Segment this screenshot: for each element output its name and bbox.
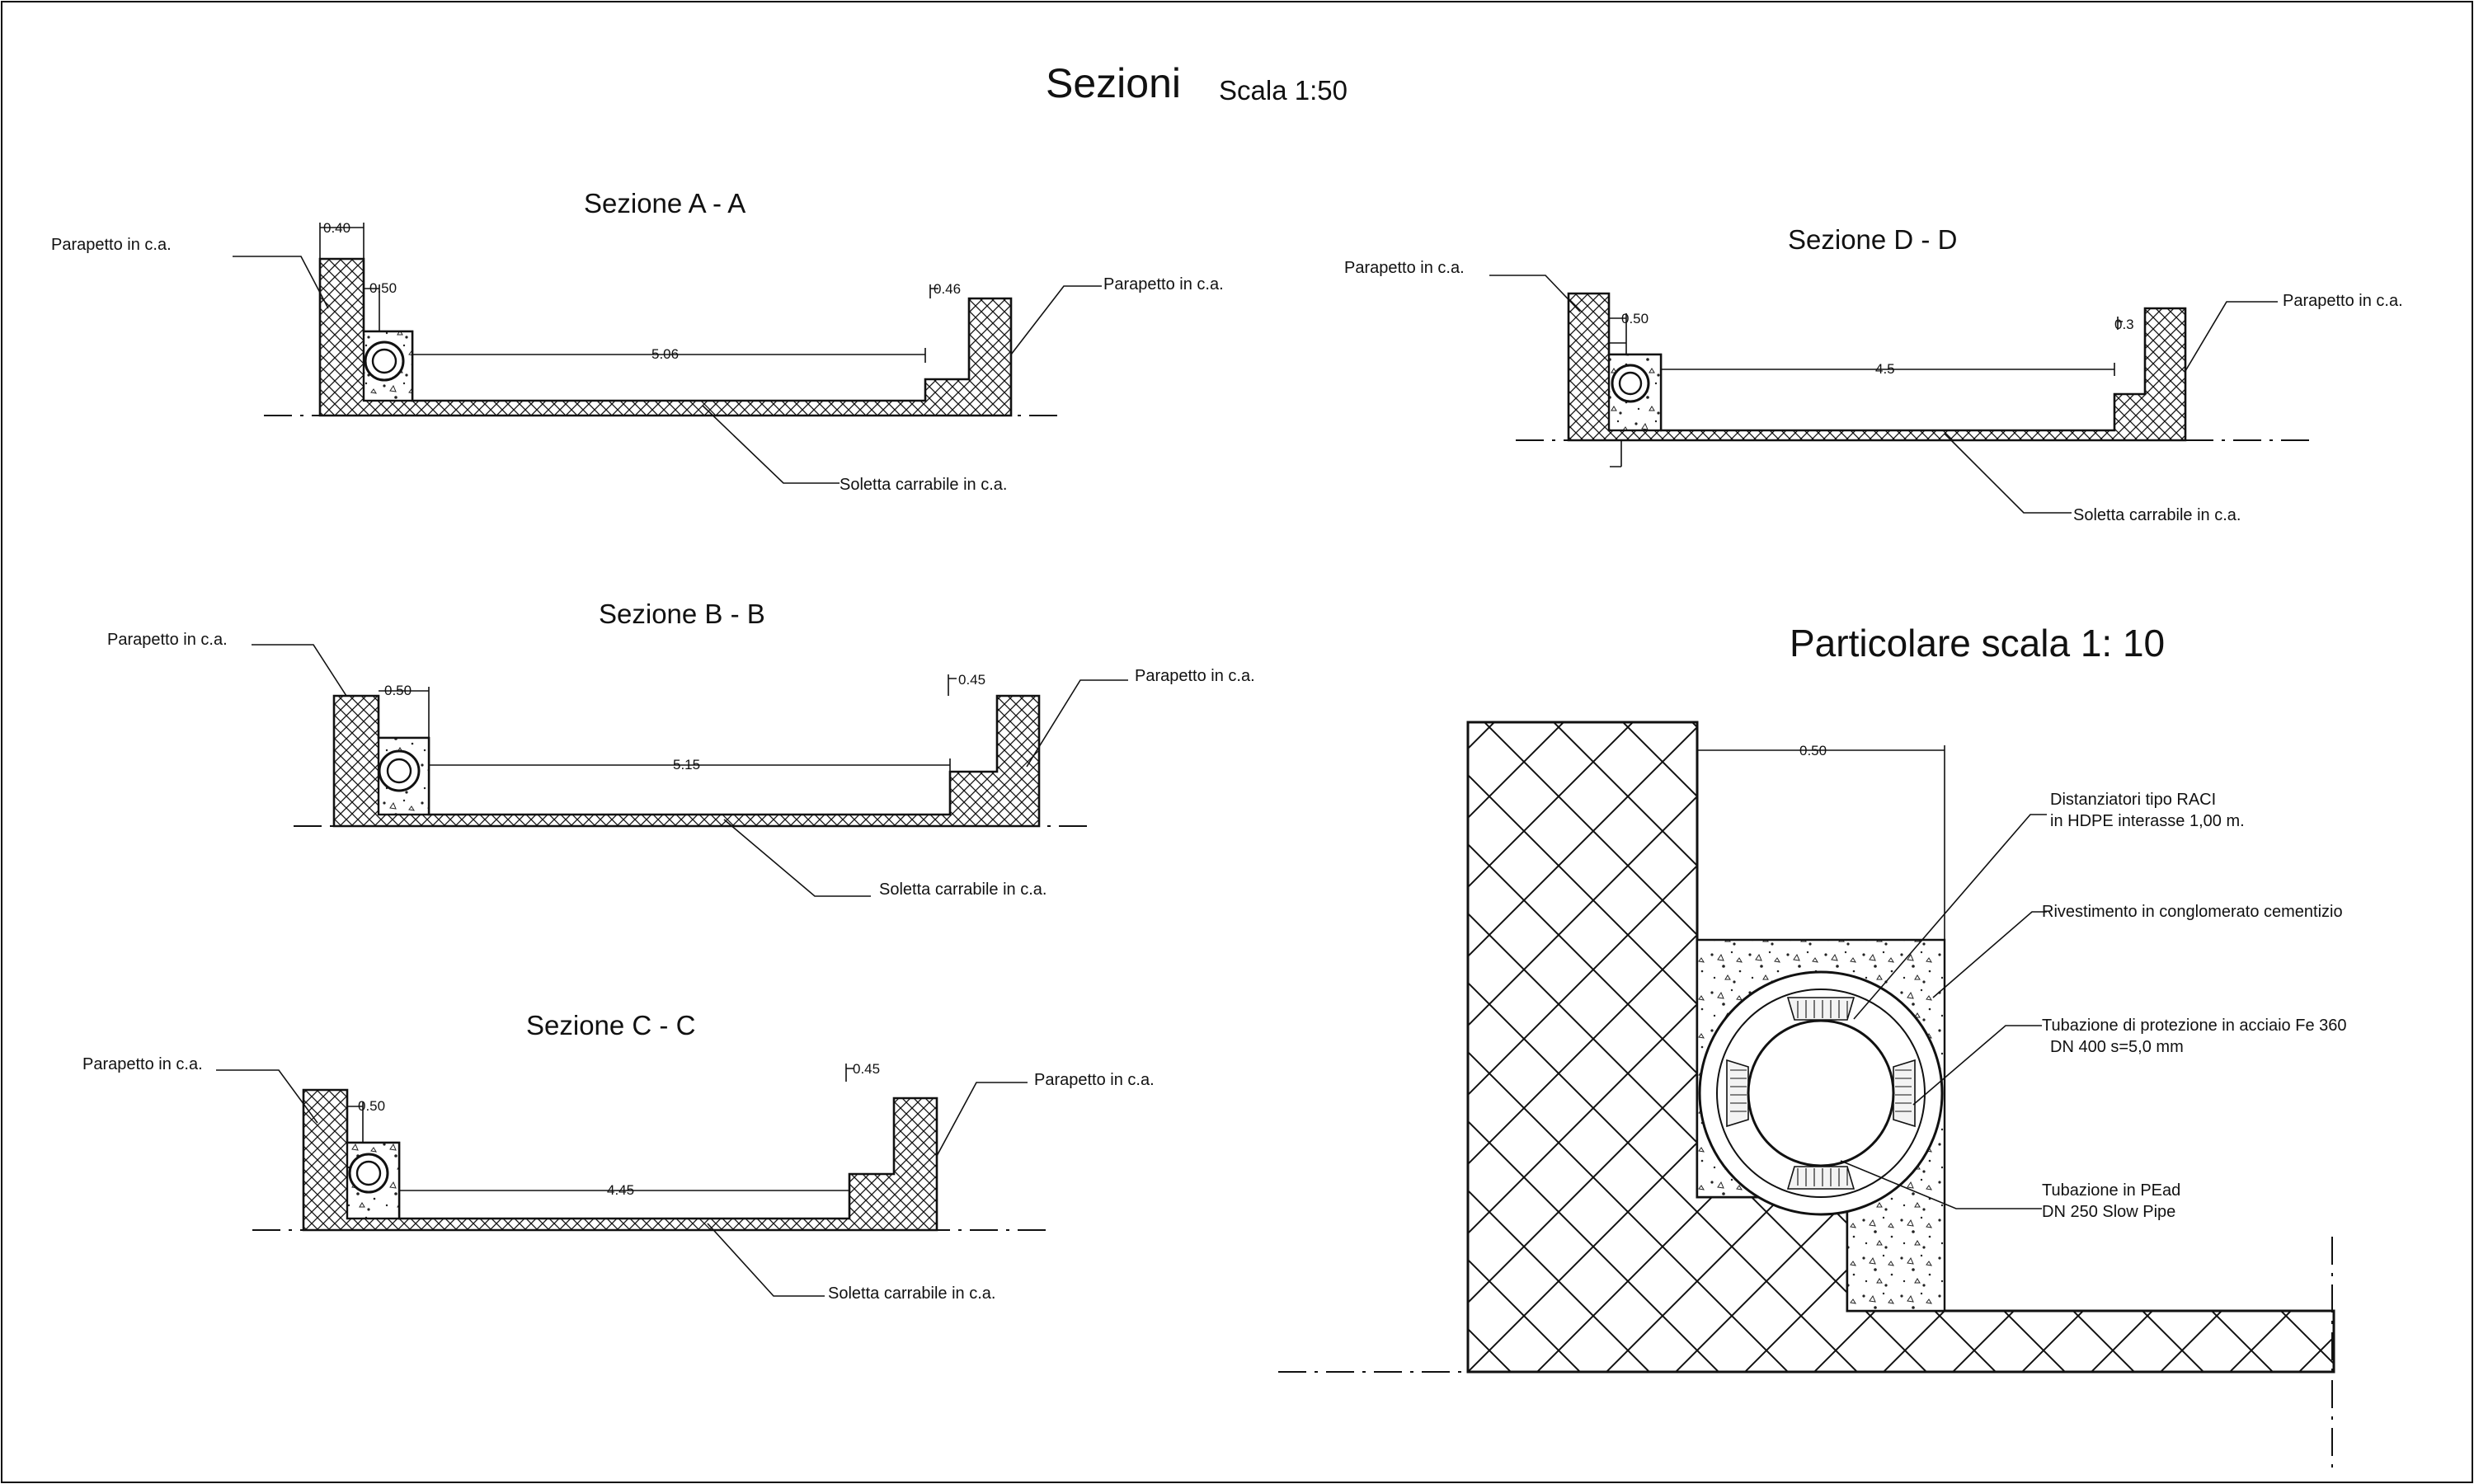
section-d: Sezione D - D 0.50 4.5 0.3 Parapetto in … <box>1344 224 2403 524</box>
section-d-leader-slab <box>1944 433 2072 514</box>
detail-title: Particolare scala 1: 10 <box>1790 622 2165 665</box>
section-a-leader-left <box>233 256 329 309</box>
section-d-label-slab: Soletta carrabile in c.a. <box>2073 506 2241 524</box>
section-d-leader-left <box>1489 275 1581 312</box>
section-c-label-left: Parapetto in c.a. <box>82 1055 203 1073</box>
section-c-leader-left <box>216 1069 318 1124</box>
section-d-label-left: Parapetto in c.a. <box>1344 259 1465 277</box>
detail-note-pead-line1: Tubazione in PEad <box>2042 1181 2180 1200</box>
section-b-dim-lines <box>379 674 957 773</box>
section-b-dim-span: 5.15 <box>673 757 700 773</box>
detail-leader-coating <box>1932 911 2047 998</box>
section-a-label-slab: Soletta carrabile in c.a. <box>840 476 1007 494</box>
detail-note-spacers-line1: Distanziatori tipo RACI <box>2050 791 2216 809</box>
section-d-title: Sezione D - D <box>1788 224 1957 255</box>
section-b-label-left: Parapetto in c.a. <box>107 631 228 649</box>
detail-note-steel-line1: Tubazione di protezione in acciaio Fe 36… <box>2042 1017 2347 1035</box>
section-d-dim-channel: 0.50 <box>1621 311 1649 326</box>
section-b: Sezione B - B 0.50 5.15 0.45 Parapetto i… <box>107 599 1255 899</box>
spacer-hatch-lines <box>1730 1000 1912 1186</box>
section-b-dim-channel: 0.50 <box>384 683 412 698</box>
detail-note-steel-line2: DN 400 s=5,0 mm <box>2050 1038 2184 1056</box>
section-c-title: Sezione C - C <box>526 1010 695 1040</box>
pipe-icon <box>378 749 421 792</box>
section-d-dim-right: 0.3 <box>2114 317 2134 332</box>
section-a: Sezione A - A 0.40 0.50 5.06 0.46 Parape… <box>51 188 1224 494</box>
section-b-title: Sezione B - B <box>599 599 765 629</box>
detail-leader-steel <box>1912 1025 2042 1106</box>
spacer-icon <box>1726 997 1916 1190</box>
section-c-leader-right <box>936 1082 1028 1157</box>
pead-pipe-icon <box>1747 1019 1895 1167</box>
sheet-scale: Scala 1:50 <box>1219 75 1348 106</box>
section-c-dim-span: 4.45 <box>607 1182 634 1198</box>
section-b-leader-slab <box>723 819 871 897</box>
detail-dim-width: 0.50 <box>1799 743 1827 758</box>
section-a-dim-wall: 0.40 <box>323 220 350 236</box>
section-c-label-right: Parapetto in c.a. <box>1034 1071 1155 1089</box>
pipe-icon <box>348 1153 389 1194</box>
section-d-dim-span: 4.5 <box>1875 361 1895 377</box>
section-a-title: Sezione A - A <box>584 188 745 218</box>
section-a-leader-right <box>1010 285 1102 355</box>
detail-note-pead-line2: DN 250 Slow Pipe <box>2042 1203 2175 1221</box>
section-c-dim-channel: 0.50 <box>358 1098 385 1114</box>
detail-view: Particolare scala 1: 10 0.50 Distanziato… <box>1278 622 2347 1468</box>
section-c-label-slab: Soletta carrabile in c.a. <box>828 1284 995 1303</box>
detail-dim-line <box>1697 745 1945 940</box>
section-c-leader-slab <box>707 1223 825 1297</box>
pipe-icon <box>364 340 405 382</box>
section-b-label-slab: Soletta carrabile in c.a. <box>879 881 1047 899</box>
section-c: Sezione C - C 0.50 4.45 0.45 Parapetto i… <box>82 1010 1155 1303</box>
section-c-dim-lines <box>347 1064 854 1199</box>
section-a-leader-slab <box>702 405 840 484</box>
section-c-dim-right: 0.45 <box>853 1061 880 1077</box>
section-b-leader-left <box>252 644 347 697</box>
detail-leader-spacers <box>1853 814 2047 1020</box>
section-a-left-parapet <box>318 257 1013 417</box>
detail-note-coating: Rivestimento in conglomerato cementizio <box>2042 903 2343 921</box>
section-a-label-left: Parapetto in c.a. <box>51 236 172 254</box>
sheet-title: Sezioni <box>1046 60 1181 106</box>
section-b-leader-right <box>1026 679 1128 768</box>
section-d-label-right: Parapetto in c.a. <box>2283 292 2403 310</box>
section-a-dim-span: 5.06 <box>651 346 679 362</box>
section-a-dim-lines <box>319 223 938 363</box>
section-a-label-right: Parapetto in c.a. <box>1103 275 1224 294</box>
pipe-icon <box>1611 364 1650 403</box>
section-b-dim-right: 0.45 <box>958 672 985 688</box>
section-a-dim-right: 0.46 <box>934 281 961 297</box>
section-d-leader-right <box>2185 301 2278 372</box>
detail-note-spacers-line2: in HDPE interasse 1,00 m. <box>2050 812 2245 830</box>
section-a-dim-channel: 0.50 <box>369 280 397 296</box>
section-b-label-right: Parapetto in c.a. <box>1135 667 1255 685</box>
section-d-dim-lines <box>1608 313 2123 467</box>
detail-leader-pead <box>1840 1160 2042 1209</box>
